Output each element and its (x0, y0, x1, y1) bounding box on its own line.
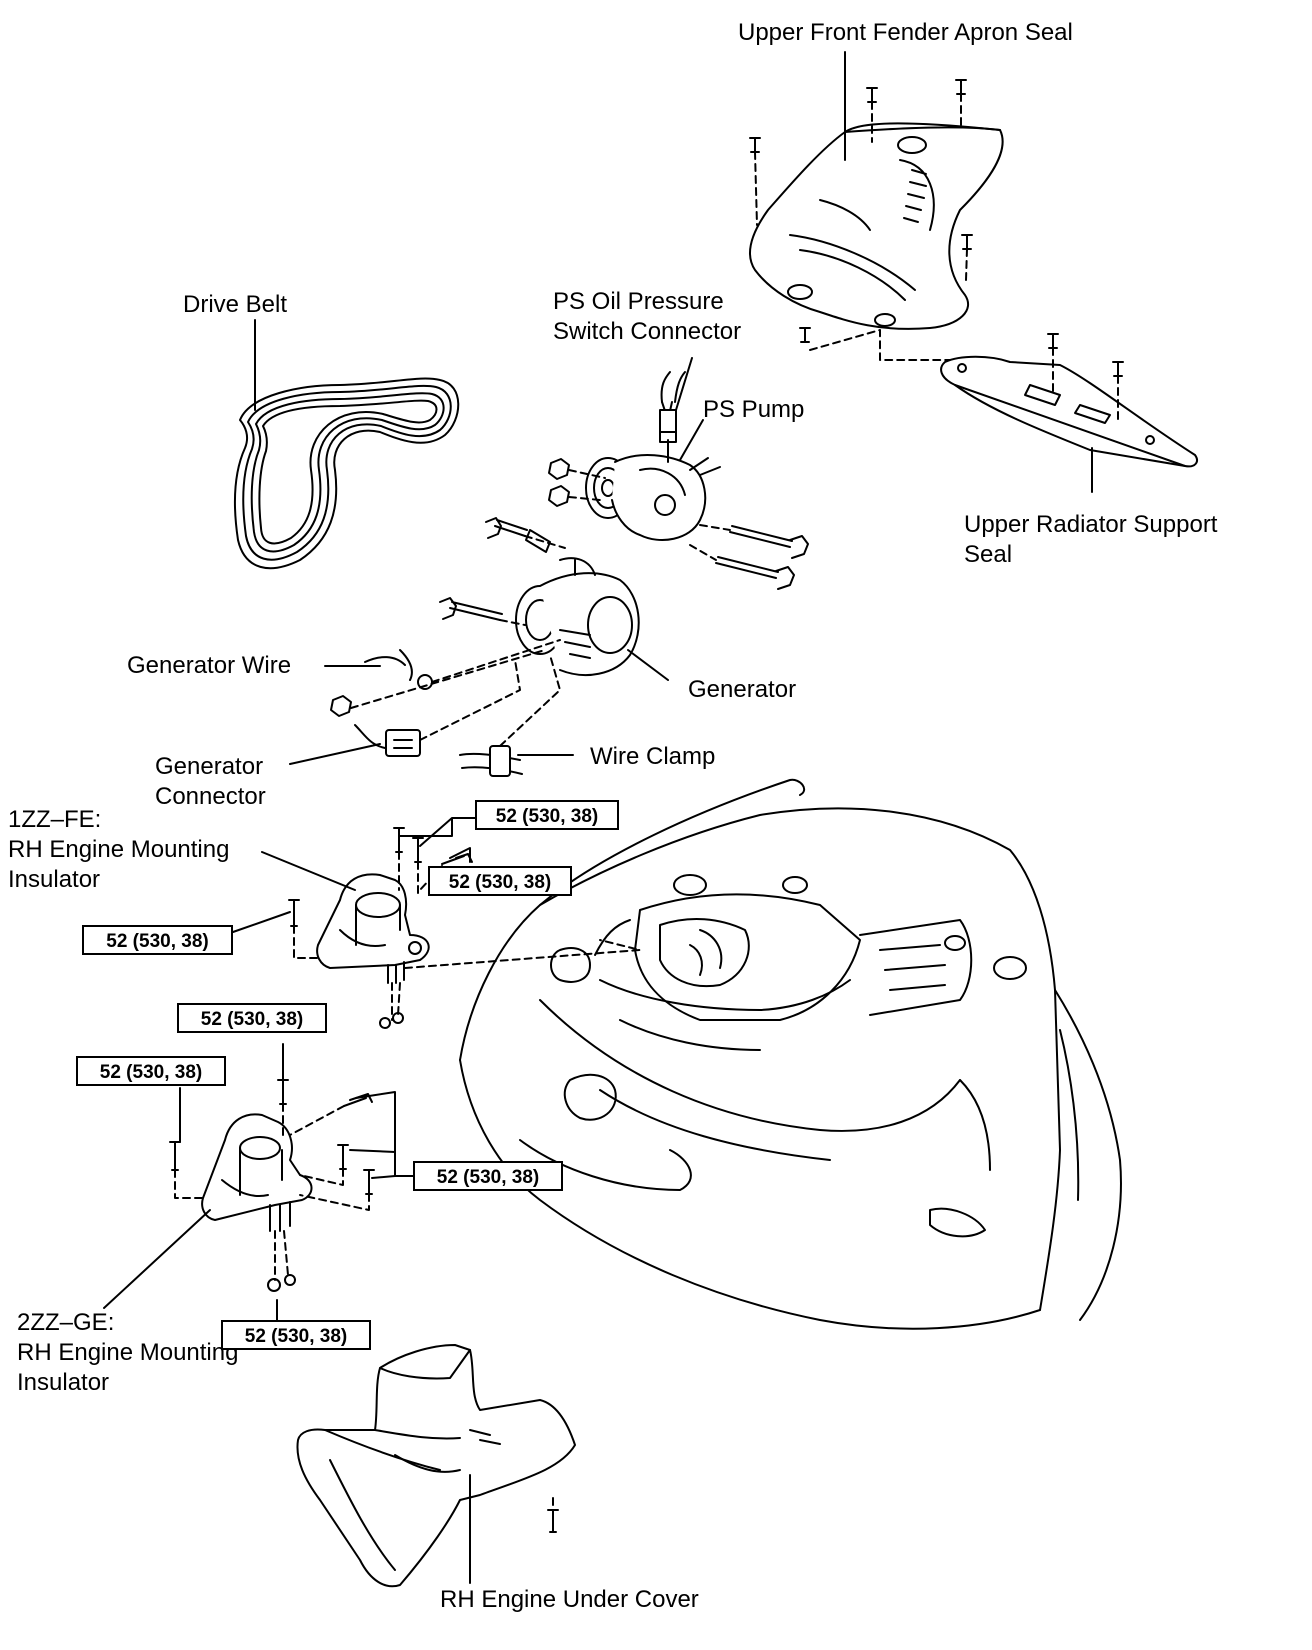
generator-wire-drawing (330, 639, 561, 717)
torque-spec-box: 52 (530, 38) (82, 925, 233, 955)
apron-seal-clips (749, 79, 973, 361)
radiator-seal-clips (1047, 333, 1124, 421)
torque-spec-box: 52 (530, 38) (475, 800, 619, 830)
drive-belt-drawing (233, 377, 460, 570)
under-cover-drawing (296, 1344, 576, 1588)
torque-spec-box: 52 (530, 38) (177, 1003, 327, 1033)
ps-pump-drawing (585, 371, 721, 541)
generator-drawing (439, 517, 640, 676)
label-upper-radiator-support-seal: Upper Radiator Support Seal (964, 511, 1218, 568)
radiator-support-seal-drawing (940, 355, 1198, 468)
label-mount-1zz-fe: 1ZZ–FE: RH Engine Mounting Insulator (8, 806, 230, 893)
label-upper-front-fender-apron-seal: Upper Front Fender Apron Seal (738, 19, 1073, 46)
label-drive-belt: Drive Belt (183, 291, 288, 318)
car-engine-bay-drawing (459, 778, 1122, 1330)
label-rh-engine-under-cover: RH Engine Under Cover (440, 1586, 699, 1613)
generator-connector-drawing (354, 659, 521, 757)
ps-pump-hardware (548, 458, 809, 590)
torque-spec-box: 52 (530, 38) (221, 1320, 371, 1350)
leader-lines (103, 51, 1093, 1584)
label-generator-connector: Generator Connector (155, 753, 266, 810)
torque-spec-box: 52 (530, 38) (76, 1056, 226, 1086)
mount-2zz-drawing (201, 1113, 313, 1292)
mount-1zz-drawing (316, 873, 430, 1029)
fender-apron-seal-drawing (748, 122, 1004, 330)
torque-spec-box: 52 (530, 38) (428, 866, 572, 896)
label-mount-2zz-ge: 2ZZ–GE: RH Engine Mounting Insulator (17, 1309, 239, 1396)
label-wire-clamp: Wire Clamp (590, 743, 716, 770)
label-generator: Generator (688, 676, 797, 703)
label-ps-pump: PS Pump (703, 396, 805, 423)
torque-spec-box: 52 (530, 38) (413, 1161, 563, 1191)
label-ps-oil-pressure-switch-connector: PS Oil Pressure Switch Connector (553, 288, 742, 345)
wire-clamp-drawing (459, 654, 561, 777)
label-generator-wire: Generator Wire (127, 652, 292, 679)
torque-leaders (179, 817, 476, 1321)
